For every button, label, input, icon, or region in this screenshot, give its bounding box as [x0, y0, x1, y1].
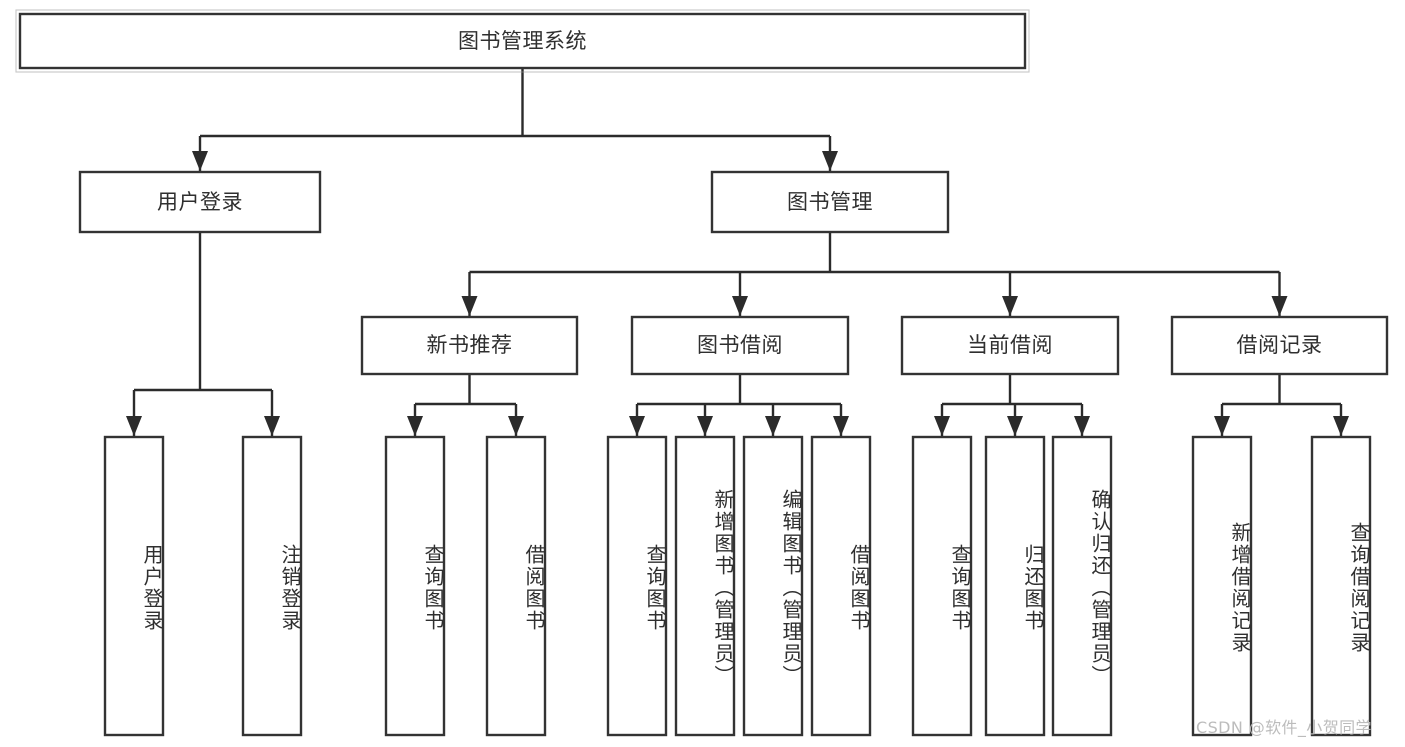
arrow-head-icon: [822, 151, 838, 171]
arrow-head-icon: [461, 296, 478, 316]
arrow-head-icon: [1074, 416, 1090, 436]
node-box-leaf-record-add[interactable]: [1191, 435, 1253, 737]
arrow-head-icon: [934, 416, 950, 436]
arrow-head-icon: [765, 416, 781, 436]
arrow-head-icon: [1214, 416, 1230, 436]
node-box-l3-new-book[interactable]: [360, 315, 579, 376]
node-box-leaf-borrow-add[interactable]: [674, 435, 736, 737]
node-box-l2-user-login[interactable]: [78, 170, 322, 234]
node-box-root[interactable]: [18, 12, 1027, 70]
arrow-head-icon: [732, 296, 748, 316]
node-box-l3-borrow[interactable]: [630, 315, 850, 376]
arrow-head-icon: [629, 416, 645, 436]
node-box-leaf-newbook-borrow[interactable]: [485, 435, 547, 737]
node-box-leaf-current-confirm[interactable]: [1051, 435, 1113, 737]
node-outer-frame: [15, 9, 1030, 73]
node-box-leaf-current-query[interactable]: [911, 435, 973, 737]
arrow-head-icon: [407, 416, 423, 436]
node-box-leaf-current-return[interactable]: [984, 435, 1046, 737]
node-box-leaf-logout[interactable]: [241, 435, 303, 737]
arrow-head-icon: [264, 416, 280, 436]
node-box-leaf-borrow-query[interactable]: [606, 435, 668, 737]
node-box-leaf-record-query[interactable]: [1310, 435, 1372, 737]
arrow-head-icon: [1002, 296, 1018, 316]
arrow-head-icon: [192, 151, 208, 171]
node-box-l2-book-manage[interactable]: [710, 170, 950, 234]
csdn-watermark: CSDN @软件_小贺同学: [1196, 718, 1372, 737]
arrow-head-icon: [697, 416, 713, 436]
node-box-l3-record[interactable]: [1170, 315, 1389, 376]
arrow-head-icon: [508, 416, 524, 436]
arrow-head-icon: [126, 416, 142, 436]
node-box-leaf-newbook-query[interactable]: [384, 435, 446, 737]
node-box-leaf-user-login[interactable]: [103, 435, 165, 737]
connector-layer: [126, 68, 1349, 436]
node-box-layer: [15, 9, 1389, 737]
node-box-l3-current[interactable]: [900, 315, 1120, 376]
node-box-leaf-borrow-edit[interactable]: [742, 435, 804, 737]
arrow-head-icon: [1007, 416, 1023, 436]
node-box-leaf-borrow-do[interactable]: [810, 435, 872, 737]
arrow-head-icon: [833, 416, 849, 436]
arrow-head-icon: [1333, 416, 1349, 436]
arrow-head-icon: [1271, 296, 1288, 316]
